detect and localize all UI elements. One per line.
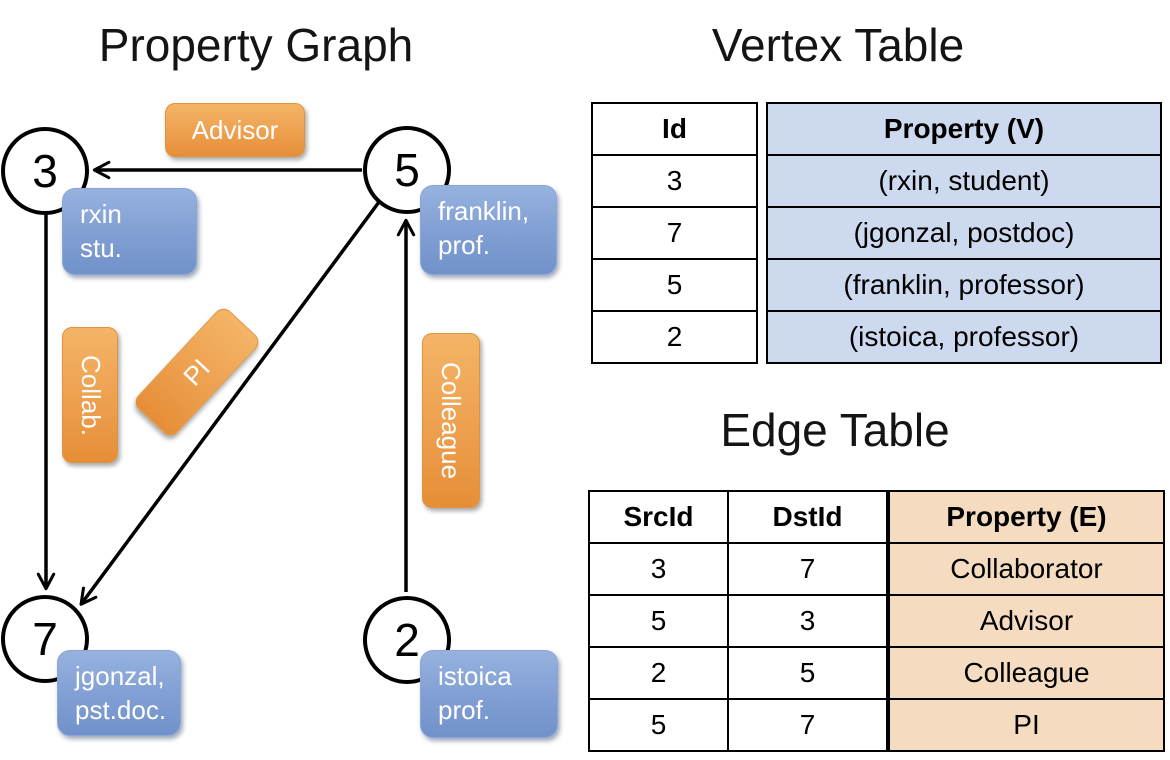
table-row: 2: [591, 310, 758, 364]
vertex-table-title: Vertex Table: [711, 19, 965, 71]
edge-label-collab: Collab.: [62, 327, 118, 463]
vertex-property-line: franklin,: [438, 196, 530, 226]
edge-srcid-cell: 5: [588, 594, 729, 648]
vertex-property-cell: (rxin, student): [766, 154, 1162, 208]
edge-srcid-cell: 2: [588, 646, 729, 700]
vertex-property-box-3: rxin stu.: [62, 188, 197, 275]
table-row: PI: [888, 698, 1165, 752]
vertex-property-box-7: jgonzal, pst.doc.: [57, 650, 181, 736]
vertex-property-line: prof.: [438, 694, 491, 725]
vertex-property-cell: (franklin, professor): [766, 258, 1162, 312]
vertex-property-line: stu.: [80, 232, 122, 263]
edge-label-text: Colleague: [436, 361, 467, 480]
edge-label-text: Advisor: [191, 114, 279, 145]
edge-dstid-cell: 5: [727, 646, 888, 700]
vertex-table-id-column: Id 3 7 5 2: [591, 102, 758, 364]
vertex-property-box-5: franklin, prof.: [420, 185, 557, 275]
edge-table-property-column: Property (E) Collaborator Advisor Collea…: [888, 490, 1165, 752]
edge-dstid-cell: 7: [727, 542, 888, 596]
vertex-id-cell: 2: [591, 310, 758, 364]
table-row: 3: [591, 154, 758, 208]
vertex-property-cell: (jgonzal, postdoc): [766, 206, 1162, 260]
vertex-property-box-2: istoica prof.: [420, 650, 558, 738]
graph-node-5: 5: [363, 126, 451, 214]
table-row: (istoica, professor): [766, 310, 1162, 364]
vertex-property-cell: (istoica, professor): [766, 310, 1162, 364]
vertex-property-line: istoica: [438, 661, 512, 691]
node-id-label: 7: [32, 613, 58, 665]
edge-property-cell: PI: [888, 698, 1165, 752]
edge-table-title: Edge Table: [720, 404, 950, 456]
edge-arrow-5-to-7: [79, 200, 381, 606]
edge-property-cell: Collaborator: [888, 542, 1165, 596]
table-row: Collaborator: [888, 542, 1165, 596]
edge-srcid-cell: 3: [588, 542, 729, 596]
vertex-property-line: pst.doc.: [75, 694, 167, 725]
graph-edges: [36, 160, 416, 606]
table-row: 5 7: [588, 698, 888, 752]
property-graph-title: Property Graph: [98, 19, 414, 71]
vertex-id-cell: 7: [591, 206, 758, 260]
vertex-table-property-header: Property (V): [766, 102, 1162, 156]
edge-label-colleague: Colleague: [422, 333, 480, 508]
table-row: 2 5: [588, 646, 888, 700]
edge-table-property-header: Property (E): [888, 490, 1165, 544]
vertex-property-line: jgonzal,: [75, 661, 165, 691]
table-row: Advisor: [888, 594, 1165, 648]
edge-label-text: Collab.: [75, 354, 106, 436]
vertex-table-id-header: Id: [591, 102, 758, 156]
edge-dstid-cell: 7: [727, 698, 888, 752]
table-row: (franklin, professor): [766, 258, 1162, 312]
table-row: 7: [591, 206, 758, 260]
node-id-label: 3: [32, 145, 58, 197]
table-row: 3 7: [588, 542, 888, 596]
edge-table-srcid-header: SrcId: [588, 490, 729, 544]
table-row: Colleague: [888, 646, 1165, 700]
edge-srcid-cell: 5: [588, 698, 729, 752]
table-row: 5: [591, 258, 758, 312]
vertex-id-cell: 3: [591, 154, 758, 208]
edge-property-cell: Colleague: [888, 646, 1165, 700]
graph-node-2: 2: [363, 596, 451, 684]
edge-table-id-columns: SrcId DstId 3 7 5 3 2 5 5 7: [588, 490, 888, 752]
edge-property-cell: Advisor: [888, 594, 1165, 648]
table-row: (rxin, student): [766, 154, 1162, 208]
node-id-label: 2: [394, 614, 420, 666]
vertex-property-line: prof.: [438, 229, 491, 260]
edge-label-advisor: Advisor: [165, 103, 305, 157]
edge-label-text: PI: [177, 352, 216, 391]
vertex-property-line: rxin: [80, 199, 122, 229]
node-id-label: 5: [394, 144, 420, 196]
table-row: 5 3: [588, 594, 888, 648]
edge-table-dstid-header: DstId: [727, 490, 888, 544]
vertex-table-property-column: Property (V) (rxin, student) (jgonzal, p…: [766, 102, 1162, 364]
table-row: (jgonzal, postdoc): [766, 206, 1162, 260]
edge-dstid-cell: 3: [727, 594, 888, 648]
vertex-id-cell: 5: [591, 258, 758, 312]
